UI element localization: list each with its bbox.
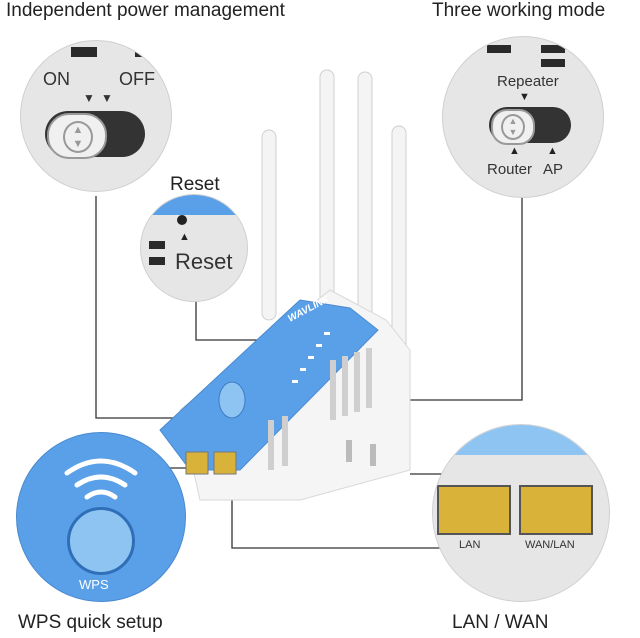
device-lan-port xyxy=(185,451,209,475)
wps-title: WPS quick setup xyxy=(18,612,163,633)
marker xyxy=(487,45,511,53)
off-label: OFF xyxy=(119,69,155,89)
router-label: Router xyxy=(487,161,533,178)
switch-knob[interactable]: ▲▼ xyxy=(47,113,107,159)
wps-zoom: WPS xyxy=(16,432,186,602)
plug-pin-left xyxy=(346,440,352,462)
arrow-down-icon: ▼ xyxy=(101,91,113,105)
on-label: ON xyxy=(43,69,70,89)
ap-label: AP xyxy=(543,161,564,178)
power-switch-zoom: ON OFF ▼ ▼ ▲▼ xyxy=(20,40,172,192)
lan-port-icon xyxy=(437,485,511,535)
reset-label: Reset xyxy=(175,249,233,274)
marker xyxy=(149,241,165,249)
wps-button[interactable] xyxy=(67,507,135,575)
arrow-up-icon: ▲ xyxy=(547,145,558,157)
wan-lan-label: WAN/LAN xyxy=(525,539,575,551)
lan-label: LAN xyxy=(459,539,481,551)
antennas xyxy=(261,69,407,363)
working-mode-title: Three working mode xyxy=(432,0,606,21)
mode-switch-zoom: Repeater ▼ ▲▼ ▲ ▲ Router AP xyxy=(442,36,604,198)
marker xyxy=(541,45,565,53)
callout-lines xyxy=(95,196,523,549)
mode-switch-knob[interactable]: ▲▼ xyxy=(491,109,535,145)
marker xyxy=(541,59,565,67)
up-down-icon: ▲▼ xyxy=(501,114,525,140)
repeater-label: Repeater xyxy=(497,73,559,90)
device-edge xyxy=(433,425,609,455)
arrow-up-icon: ▲ xyxy=(179,231,190,243)
up-down-icon: ▲▼ xyxy=(63,121,93,153)
reset-title: Reset xyxy=(170,174,220,195)
wps-label: WPS xyxy=(79,577,109,592)
wan-lan-port-icon xyxy=(519,485,593,535)
marker xyxy=(135,47,161,57)
lan-wan-title: LAN / WAN xyxy=(452,612,549,633)
arrow-down-icon: ▼ xyxy=(83,91,95,105)
reset-zoom: ▲ Reset xyxy=(140,194,248,302)
ports-zoom: LAN WAN/LAN xyxy=(432,424,610,602)
plug-pin-right xyxy=(370,444,376,466)
side-vents xyxy=(268,348,372,470)
device-wan-port xyxy=(213,451,237,475)
arrow-up-icon: ▲ xyxy=(509,145,520,157)
wifi-icon xyxy=(64,458,138,500)
marker xyxy=(149,257,165,265)
device-edge xyxy=(141,195,247,215)
arrow-down-icon: ▼ xyxy=(519,91,530,103)
device-wps-button xyxy=(218,381,246,419)
led-indicators xyxy=(292,332,330,383)
marker xyxy=(71,47,97,57)
reset-hole-icon[interactable] xyxy=(177,215,187,225)
power-management-title: Independent power management xyxy=(6,0,285,21)
